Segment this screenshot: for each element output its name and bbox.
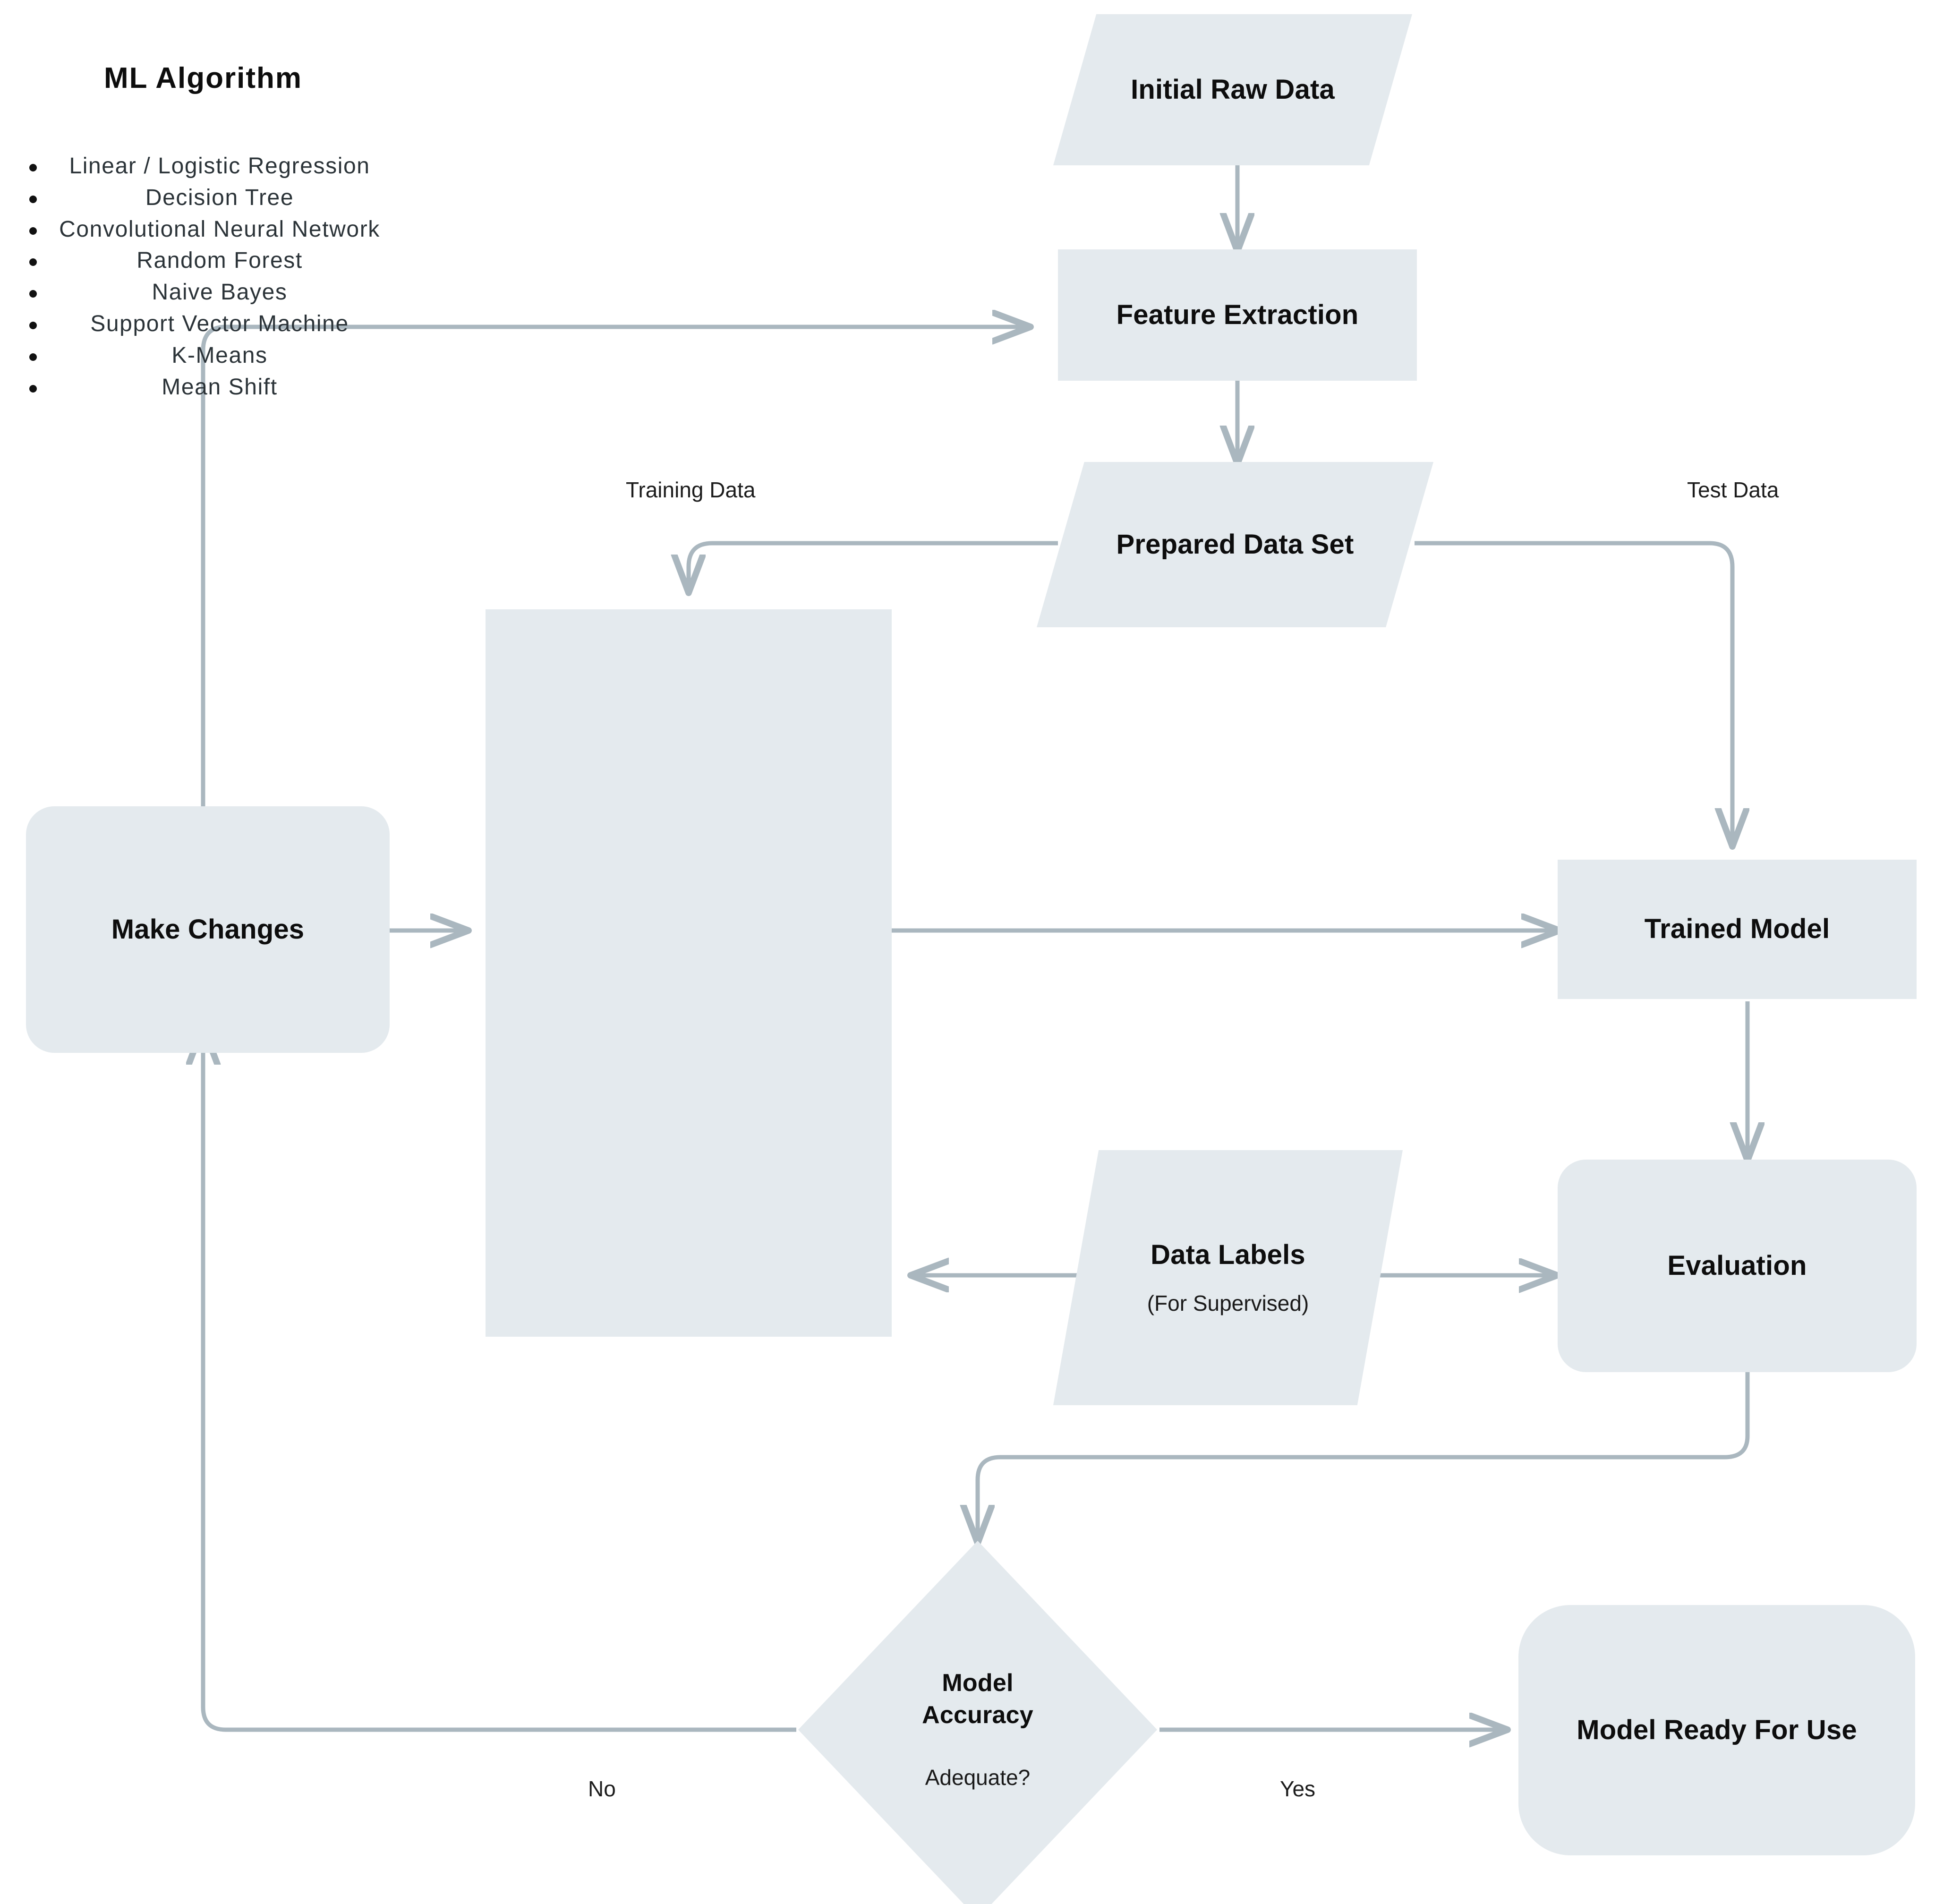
node-model-ready[interactable]: Model Ready For Use: [1518, 1605, 1915, 1855]
list-item: Linear / Logistic Regression: [0, 151, 406, 182]
node-prepared-data-set[interactable]: [1037, 462, 1433, 627]
edge-label-training-data: Training Data: [626, 478, 756, 502]
model-accuracy-sub: Adequate?: [925, 1765, 1031, 1790]
node-ml-algorithm[interactable]: [486, 609, 892, 1337]
model-ready-text: Model Ready For Use: [1577, 1714, 1857, 1745]
node-data-labels[interactable]: [1053, 1150, 1403, 1405]
edge-label-test-data: Test Data: [1687, 478, 1779, 502]
node-feature-extraction[interactable]: Feature Extraction: [1058, 249, 1417, 381]
edge-training-data: [689, 541, 1058, 589]
list-item: Decision Tree: [0, 183, 406, 213]
prepared-data-set-text: Prepared Data Set: [1116, 529, 1354, 560]
ml-algorithm-heading: ML Algorithm: [103, 62, 303, 94]
trained-model-text: Trained Model: [1644, 914, 1830, 945]
list-item: Convolutional Neural Network: [0, 214, 406, 245]
model-accuracy-line1: Model: [942, 1669, 1014, 1697]
node-make-changes[interactable]: Make Changes: [26, 806, 390, 1053]
node-evaluation[interactable]: Evaluation: [1558, 1160, 1917, 1372]
data-labels-sub-text: (For Supervised): [1147, 1291, 1309, 1316]
edge-label-yes: Yes: [1280, 1776, 1316, 1801]
list-item: Mean Shift: [0, 372, 406, 403]
list-item: K-Means: [0, 341, 406, 371]
list-item: Random Forest: [0, 246, 406, 276]
edge-test-data: [1415, 541, 1732, 843]
list-item: Support Vector Machine: [0, 309, 406, 340]
list-item: Naive Bayes: [0, 277, 406, 308]
node-trained-model[interactable]: Trained Model: [1558, 860, 1917, 999]
node-prepared-data-set-label: Prepared Data Set: [1037, 462, 1433, 627]
ml-algorithm-list: Linear / Logistic Regression Decision Tr…: [0, 151, 406, 403]
data-labels-text: Data Labels: [1151, 1239, 1305, 1270]
model-accuracy-line2: Accuracy: [922, 1701, 1033, 1729]
node-model-accuracy-label: Model Accuracy Adequate?: [798, 1541, 1157, 1904]
evaluation-text: Evaluation: [1667, 1250, 1807, 1281]
edge-label-no: No: [588, 1776, 616, 1801]
node-initial-raw-data-label: Initial Raw Data: [1053, 14, 1412, 165]
initial-raw-data-text: Initial Raw Data: [1131, 74, 1335, 105]
feature-extraction-text: Feature Extraction: [1116, 299, 1359, 330]
node-data-labels-label: Data Labels (For Supervised): [1053, 1150, 1403, 1405]
make-changes-text: Make Changes: [111, 914, 305, 945]
node-initial-raw-data[interactable]: [1053, 14, 1412, 165]
